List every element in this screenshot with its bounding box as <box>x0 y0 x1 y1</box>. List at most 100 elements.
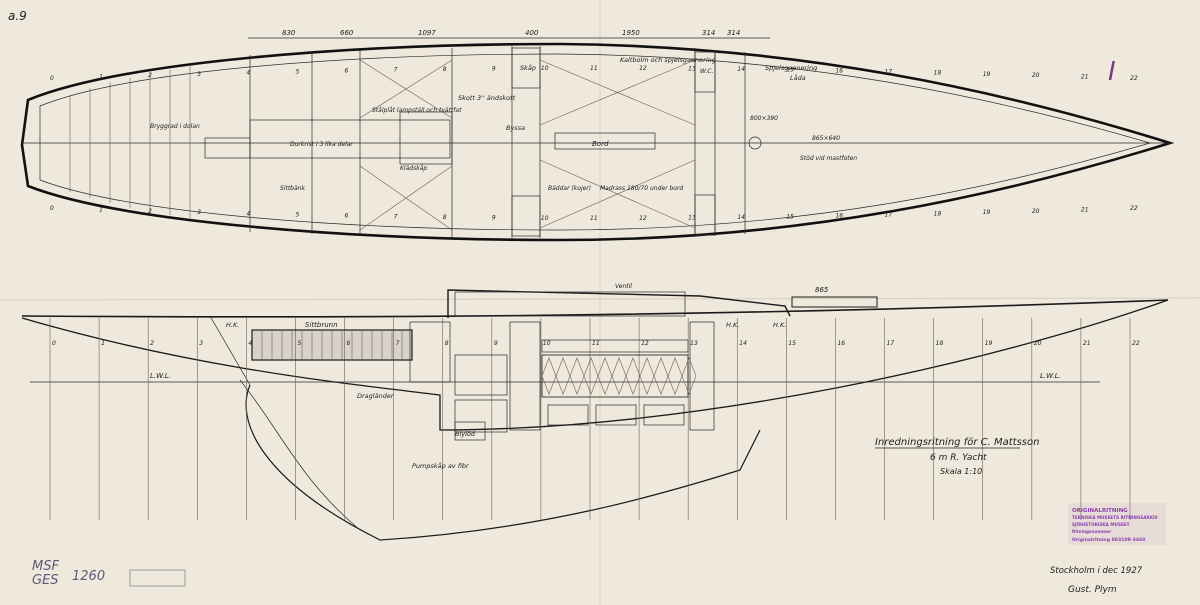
settee-diamond <box>681 357 697 395</box>
floor-bracing <box>359 59 696 231</box>
plan-station-bottom-8: 8 <box>443 214 447 221</box>
plan-station-bottom-9: 9 <box>492 215 496 222</box>
profile-station-4: 4 <box>248 340 252 347</box>
dim-top: 865 <box>815 286 829 294</box>
plan-station-top-5: 5 <box>295 68 299 75</box>
profile-station-16: 16 <box>837 340 845 347</box>
plan-dimension-3: 400 <box>525 29 539 37</box>
settee-diamond <box>583 357 599 395</box>
profile-station-15: 15 <box>788 340 796 347</box>
plan-station-top-7: 7 <box>394 67 398 74</box>
label-sheer: Spjelsgaenering <box>765 64 817 72</box>
settee-diamond <box>541 357 557 395</box>
plan-dimension-6: 314 <box>727 29 740 37</box>
shelf-strip <box>541 339 689 353</box>
label-cockpit-profile: Sittbrunn <box>305 321 338 329</box>
settee-diamond-pattern <box>541 357 697 395</box>
plan-station-top-10: 10 <box>541 65 549 72</box>
plan-station-top-16: 16 <box>835 67 843 74</box>
plan-station-top-22: 22 <box>1130 75 1138 82</box>
title-block: Inredningsritning för C. Mattsson 6 m R.… <box>875 437 1039 476</box>
settee-diamond <box>569 357 585 395</box>
plan-station-bottom-1: 1 <box>99 206 103 213</box>
profile-station-5: 5 <box>297 340 301 347</box>
profile-view: L.W.L. L.W.L. Sittbrunn 865 Ventil <box>21 283 1169 541</box>
note3: Stöd vid mastfoten <box>800 155 857 162</box>
archive-line2: GES <box>32 573 59 588</box>
plan-station-top-11: 11 <box>590 65 598 72</box>
signature-place-date: Stockholm i dec 1927 <box>1050 566 1143 576</box>
plan-station-bottom-11: 11 <box>590 215 598 222</box>
archive-note: MSF GES 1260 <box>32 559 186 588</box>
plan-station-numbers: 0011223344556677889910101111121213131414… <box>50 65 1138 222</box>
profile-station-8: 8 <box>445 340 449 347</box>
plan-dimension-2: 1097 <box>418 29 436 37</box>
rudder-line <box>239 379 361 531</box>
stamp-line2: TEKNISKA MUSEETS RITNINGSARKIV <box>1072 515 1159 520</box>
plan-station-top-15: 15 <box>786 67 794 74</box>
archive-number: 1260 <box>72 569 105 584</box>
plan-station-bottom-22: 22 <box>1130 205 1138 212</box>
locker-lower <box>511 195 541 237</box>
label-bulkhead: Skott 3'' ändskott <box>458 94 516 102</box>
galley-block <box>454 354 508 396</box>
label-hk-aft: H.K. <box>226 321 239 329</box>
plan-station-bottom-16: 16 <box>835 213 843 220</box>
profile-station-22: 22 <box>1132 340 1140 347</box>
settee-back <box>541 354 689 398</box>
cabin-sole-area <box>249 119 451 159</box>
plan-station-top-9: 9 <box>492 65 496 72</box>
plan-station-bottom-12: 12 <box>639 215 647 222</box>
plan-station-top-0: 0 <box>50 75 54 82</box>
profile-station-9: 9 <box>494 340 498 347</box>
sheer-line <box>21 299 1169 318</box>
label-vent: Ventil <box>615 283 632 290</box>
plan-dimension-1: 660 <box>340 29 354 37</box>
archive-label-box <box>129 569 186 587</box>
profile-station-10: 10 <box>543 340 551 347</box>
label-seat: Sittbänk <box>280 185 305 192</box>
settee-diamond <box>639 357 655 395</box>
label-hk-fwd: H.K. <box>773 321 786 329</box>
locker-upper <box>511 47 541 89</box>
profile-station-0: 0 <box>52 340 56 347</box>
label-bunk1: Madrass 180/70 under bord <box>600 185 683 192</box>
plan-station-bottom-2: 2 <box>148 208 152 215</box>
profile-station-3: 3 <box>199 340 203 347</box>
plan-station-bottom-13: 13 <box>688 215 696 222</box>
plan-station-bottom-5: 5 <box>295 212 299 219</box>
signature-name: Gust. Plym <box>1068 585 1117 595</box>
label-table: Bord <box>592 140 609 148</box>
label-lwl-fwd: L.W.L. <box>1040 372 1061 380</box>
plan-station-bottom-4: 4 <box>246 210 250 217</box>
plan-station-top-19: 19 <box>983 71 991 78</box>
stamp-line4: Ritningsnummer <box>1072 529 1112 534</box>
label-box: Låda <box>790 73 806 82</box>
ballast-tank <box>454 421 486 441</box>
note1: Bryggrad i dolan <box>150 123 200 130</box>
plan-station-top-1: 1 <box>99 74 103 81</box>
settee-diamond <box>653 357 669 395</box>
cockpit-slats <box>261 330 403 360</box>
plan-station-top-20: 20 <box>1032 72 1040 79</box>
plan-station-top-17: 17 <box>885 68 893 75</box>
forehatch <box>791 296 878 308</box>
plan-station-bottom-0: 0 <box>50 205 54 212</box>
cabinet-aft <box>509 321 541 431</box>
keel-outline <box>245 384 761 541</box>
settee-diamond <box>555 357 571 395</box>
title-line3: Skala 1:10 <box>940 467 982 476</box>
wc-upper <box>694 51 716 93</box>
plan-station-bottom-14: 14 <box>737 214 745 221</box>
settee-diamond <box>611 357 627 395</box>
label-bilge: Dragländer <box>357 392 395 400</box>
cabinet-fwd <box>689 321 715 431</box>
stamp-line3: SJÖHISTORISKA MUSEET <box>1072 522 1130 527</box>
profile-station-13: 13 <box>690 340 698 347</box>
label-lwl-aft: L.W.L. <box>150 372 171 380</box>
profile-station-17: 17 <box>887 340 895 347</box>
